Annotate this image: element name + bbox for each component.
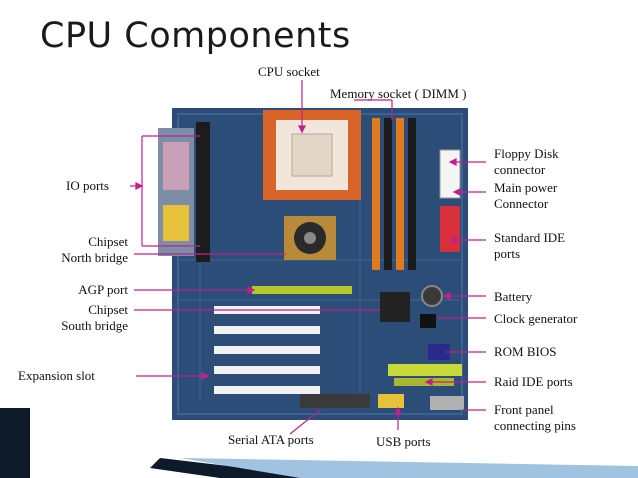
serial-port [163, 205, 189, 241]
label-rom-bios: ROM BIOS [494, 344, 557, 359]
label-agp-port: AGP port [78, 282, 128, 297]
label-raid-ide: Raid IDE ports [494, 374, 573, 389]
dimm-slot-2 [384, 118, 392, 270]
agp-slot [252, 286, 352, 294]
slide-title: CPU Components [40, 16, 351, 56]
label-io-ports: IO ports [66, 178, 109, 193]
parallel-port [163, 142, 189, 190]
pointer-lines [130, 80, 486, 435]
usb-headers [378, 394, 404, 408]
dimm-slot-3 [396, 118, 404, 270]
dimm-slot-1 [372, 118, 380, 270]
label-usb-ports: USB ports [376, 434, 431, 449]
label-memory-socket: Memory socket ( DIMM ) [330, 86, 467, 101]
south-bridge-chip [380, 292, 410, 322]
pci-slot-2 [214, 326, 320, 334]
raid-ide-connector [388, 364, 462, 376]
battery [421, 285, 443, 307]
clock-generator-chip [420, 314, 436, 328]
serial-ata-ports [300, 394, 370, 408]
label-expansion-slot: Expansion slot [18, 368, 95, 383]
footer-bar-left [0, 408, 30, 478]
pci-slot-3 [214, 346, 320, 354]
rom-bios-chip [428, 344, 450, 360]
pci-slot-5 [214, 386, 320, 394]
io-connector-strip [196, 122, 210, 262]
standard-ide-connector [440, 206, 460, 252]
front-panel-pins [430, 396, 464, 410]
pci-slot-4 [214, 366, 320, 374]
label-cpu-socket: CPU socket [258, 64, 320, 79]
label-clock-generator: Clock generator [494, 311, 578, 326]
label-battery: Battery [494, 289, 533, 304]
footer-swoosh-light [180, 458, 638, 478]
dimm-slot-4 [408, 118, 416, 270]
label-serial-ata: Serial ATA ports [228, 432, 314, 447]
